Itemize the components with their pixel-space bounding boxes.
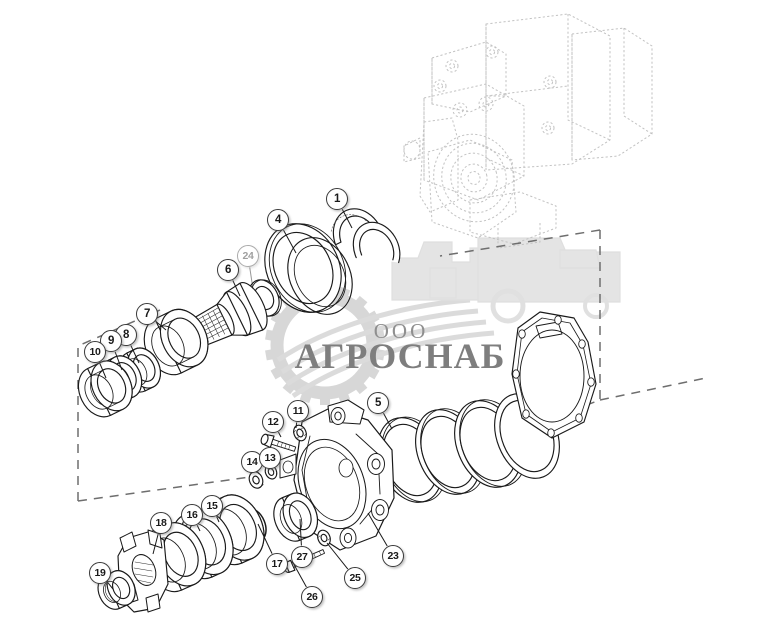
leader-line-16 (196, 525, 201, 532)
leader-line-23 (367, 512, 388, 547)
leader-line-18 (152, 534, 159, 555)
part-11-lock-washer (293, 424, 307, 442)
leader-line-9 (114, 351, 123, 371)
part-23-pto-housing (279, 399, 395, 551)
part-4-seal-ring (264, 223, 347, 313)
callout-16[interactable]: 16 (181, 504, 203, 526)
field-swoosh (276, 297, 495, 399)
callout-9[interactable]: 9 (100, 330, 122, 352)
leader-line-14 (257, 471, 260, 475)
leader-line-15 (216, 516, 220, 523)
callout-23[interactable]: 23 (382, 545, 404, 567)
callout-17[interactable]: 17 (266, 553, 288, 575)
part-25-washer (317, 529, 331, 547)
callout-5[interactable]: 5 (367, 392, 389, 414)
callout-24[interactable]: 24 (237, 245, 259, 267)
leader-line-24 (249, 267, 254, 290)
housing-cover-gasket (511, 311, 597, 439)
leader-line-12 (277, 431, 282, 438)
leader-line-1 (341, 208, 353, 229)
callout-18[interactable]: 18 (150, 512, 172, 534)
callout-26[interactable]: 26 (301, 586, 323, 608)
combine-harvester-icon (391, 237, 621, 324)
callout-19[interactable]: 19 (89, 562, 111, 584)
part-10-bearing-cone (77, 360, 133, 418)
callout-6[interactable]: 6 (217, 259, 239, 281)
callout-13[interactable]: 13 (259, 447, 281, 469)
leader-line-11 (295, 422, 298, 429)
callout-25[interactable]: 25 (344, 567, 366, 589)
part-27-bushing (273, 492, 319, 542)
leader-line-10 (99, 362, 107, 379)
leader-line-5 (383, 412, 393, 430)
callout-7[interactable]: 7 (136, 303, 158, 325)
leader-line-19 (106, 581, 114, 590)
callout-11[interactable]: 11 (287, 400, 309, 422)
callout-4[interactable]: 4 (267, 209, 289, 231)
callout-27[interactable]: 27 (291, 546, 313, 568)
leader-line-6 (232, 280, 241, 297)
callout-15[interactable]: 15 (201, 495, 223, 517)
leader-line-27 (299, 518, 302, 546)
watermark-company: АГРОСНАБ (295, 336, 506, 376)
part-1-snap-ring-b (352, 221, 401, 264)
leader-line-4 (283, 229, 297, 254)
leader-line-7 (155, 321, 167, 331)
leader-line-25 (326, 542, 349, 570)
callout-12[interactable]: 12 (262, 411, 284, 433)
part-4-seal-ring-inner (287, 237, 353, 315)
watermark-ooo: ООО (374, 319, 429, 343)
callout-10[interactable]: 10 (84, 341, 106, 363)
leader-line-8 (130, 345, 140, 364)
part-12-cap-screw (260, 433, 297, 452)
part-14-nut (248, 471, 264, 489)
part-19-end-cap (97, 570, 136, 610)
callout-1[interactable]: 1 (326, 188, 348, 210)
leader-line-17 (257, 523, 273, 554)
part-7-bearing-cup (143, 308, 209, 376)
